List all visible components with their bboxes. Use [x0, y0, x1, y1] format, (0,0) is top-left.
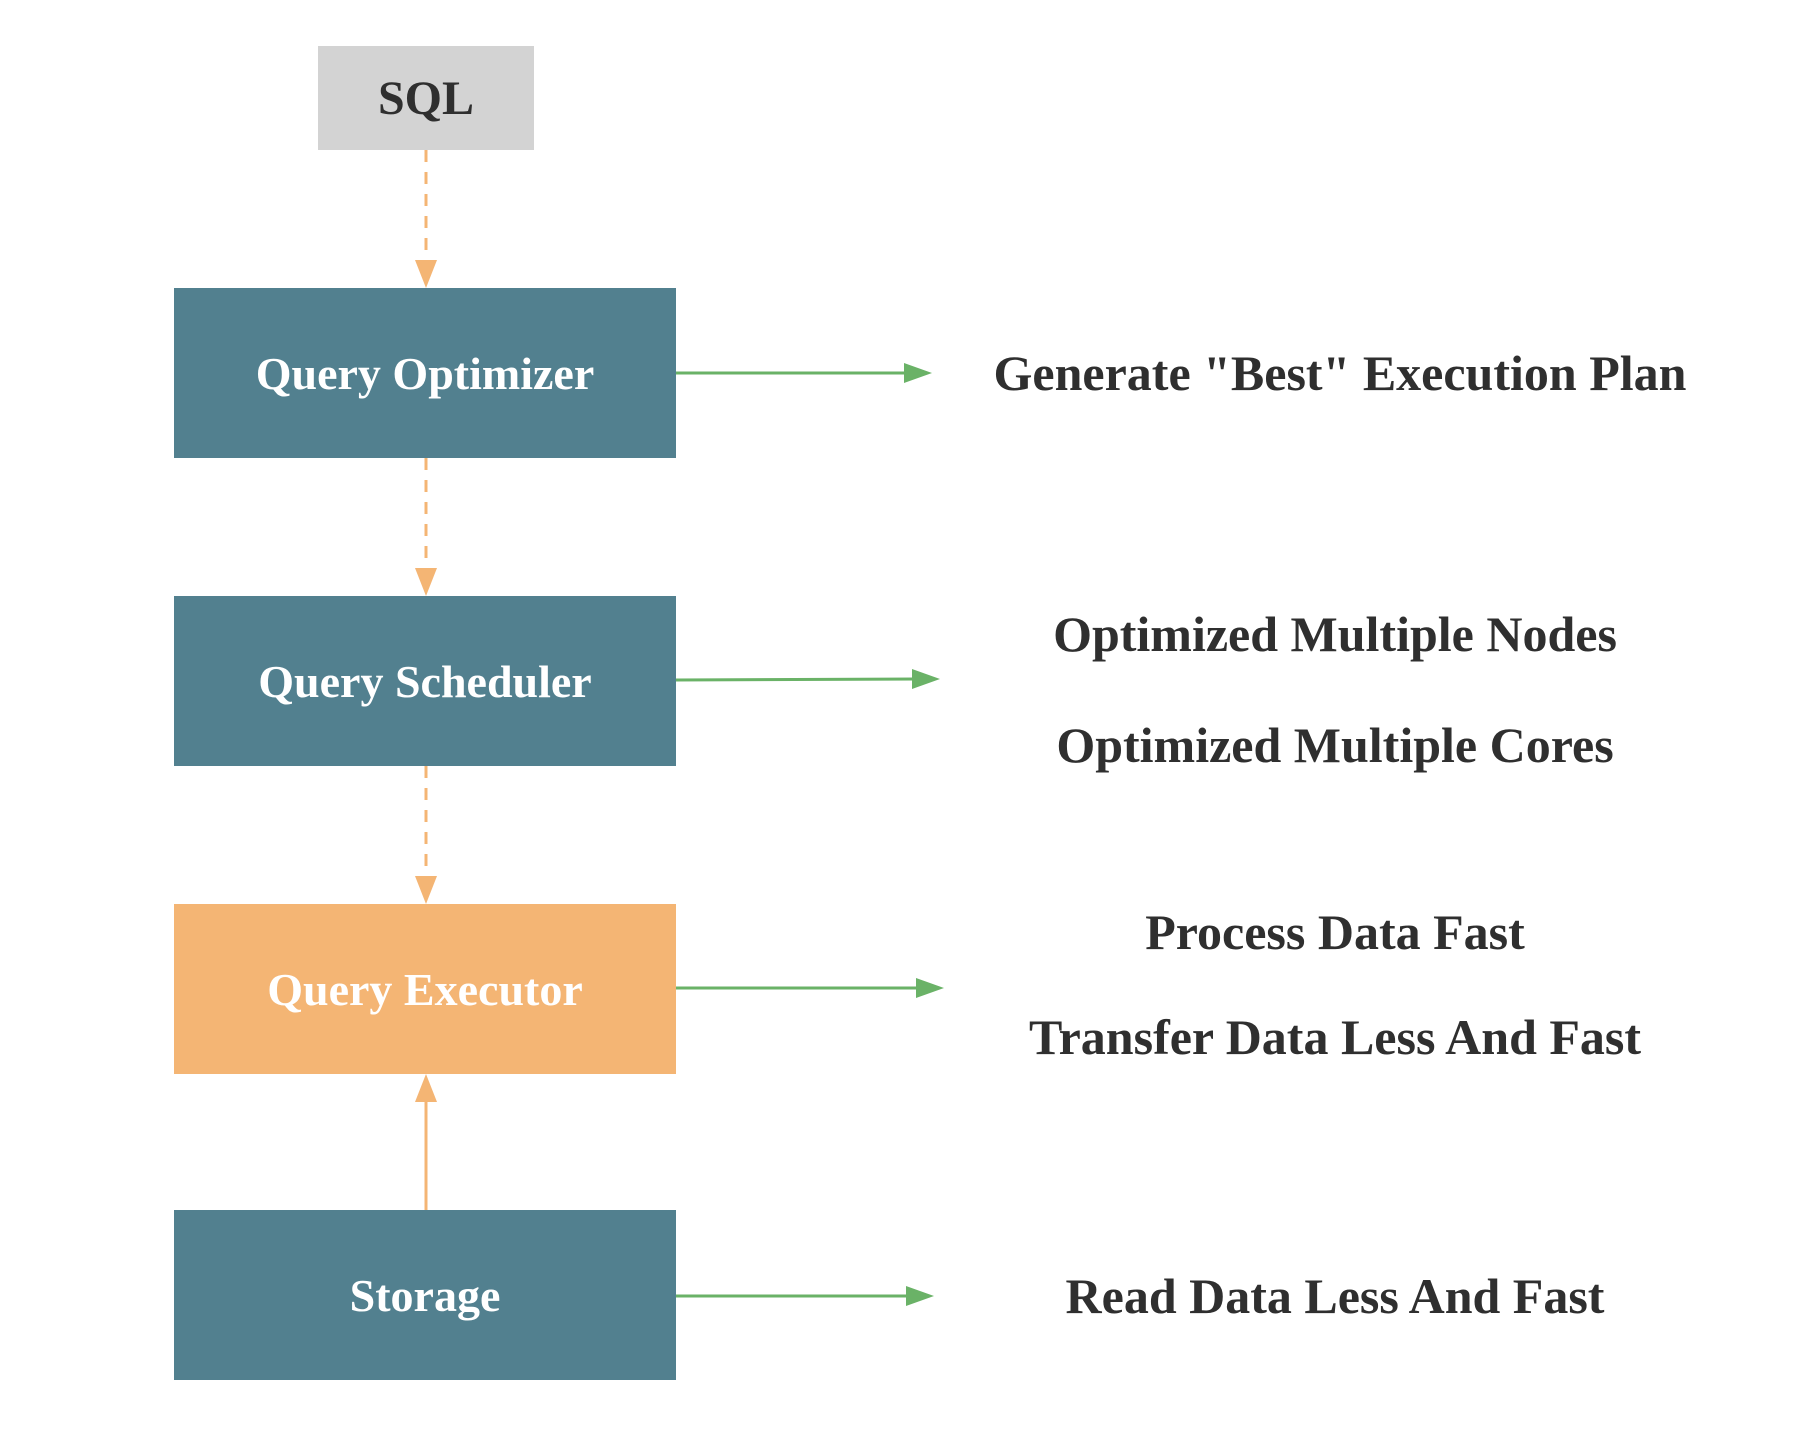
query-optimizer-box: Query Optimizer — [174, 288, 676, 458]
flow-arrow-sql-to-optimizer — [415, 150, 437, 288]
side-arrow-executor — [676, 978, 944, 998]
storage-label: Storage — [349, 1269, 501, 1321]
optimizer-description: Generate "Best" Execution Plan — [993, 345, 1687, 401]
scheduler-description-nodes: Optimized Multiple Nodes — [1053, 606, 1617, 662]
flow-arrow-optimizer-to-scheduler — [415, 458, 437, 596]
side-arrow-optimizer — [676, 363, 932, 383]
scheduler-description-cores: Optimized Multiple Cores — [1056, 717, 1614, 773]
sql-box: SQL — [318, 46, 534, 150]
side-arrow-scheduler — [675, 669, 940, 689]
query-executor-label: Query Executor — [267, 963, 583, 1015]
executor-description-process: Process Data Fast — [1145, 904, 1525, 960]
query-optimizer-label: Query Optimizer — [255, 347, 595, 399]
flow-arrow-storage-to-executor — [415, 1074, 437, 1210]
storage-description: Read Data Less And Fast — [1065, 1268, 1605, 1324]
side-arrow-storage — [676, 1286, 934, 1306]
query-scheduler-label: Query Scheduler — [258, 655, 592, 707]
flow-arrow-scheduler-to-executor — [415, 766, 437, 904]
executor-description-transfer: Transfer Data Less And Fast — [1028, 1009, 1642, 1065]
sql-label: SQL — [377, 71, 475, 125]
query-scheduler-box: Query Scheduler — [174, 596, 676, 766]
storage-box: Storage — [174, 1210, 676, 1380]
query-executor-box: Query Executor — [174, 904, 676, 1074]
